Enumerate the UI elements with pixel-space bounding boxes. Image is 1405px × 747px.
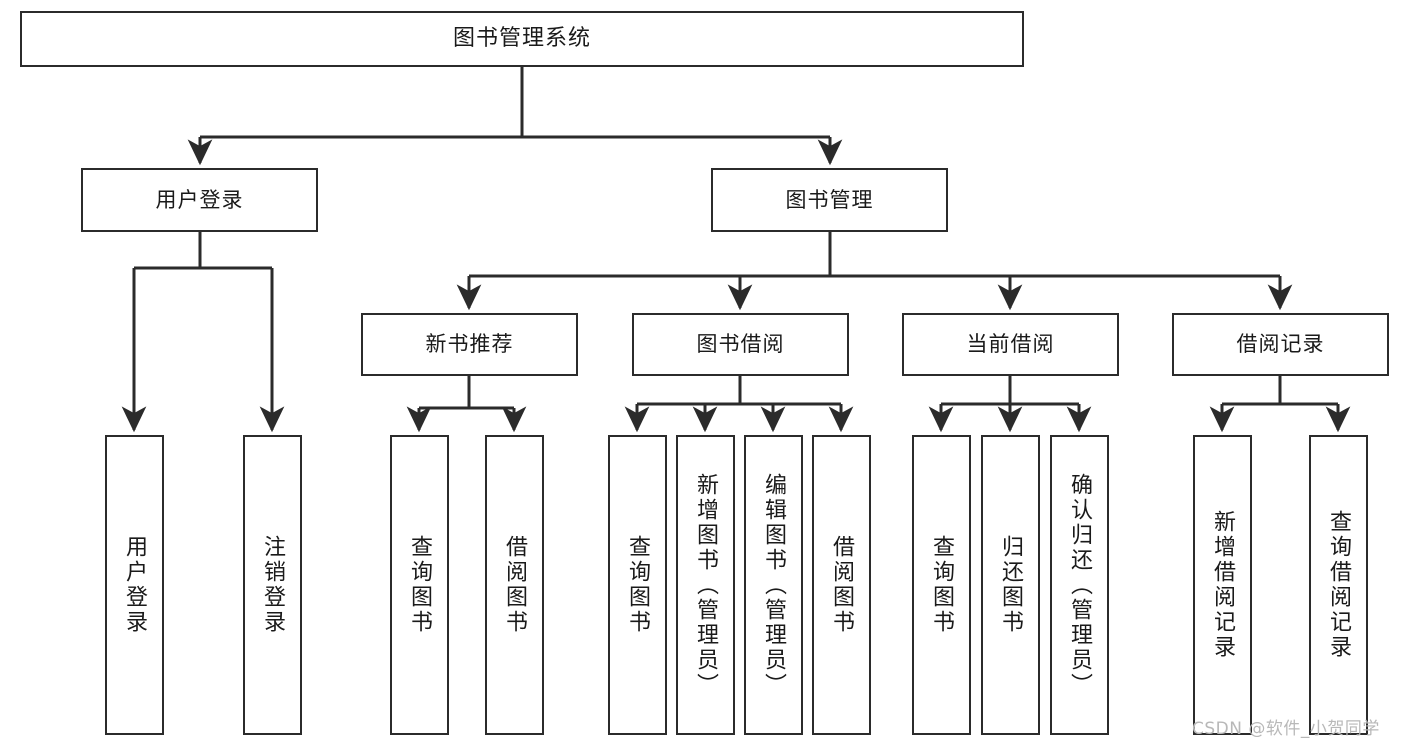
node-label: 新书推荐 bbox=[425, 332, 514, 357]
node-label: 查询图书 bbox=[929, 535, 955, 635]
node-label: 图书借阅 bbox=[696, 332, 785, 357]
node-label: 借阅图书 bbox=[502, 535, 528, 635]
node-leaf-user-logout[interactable]: 注销登录 bbox=[243, 435, 302, 735]
node-leaf-query-borrow-record[interactable]: 查询借阅记录 bbox=[1309, 435, 1368, 735]
node-leaf-add-book-admin[interactable]: 新增图书（管理员） bbox=[676, 435, 735, 735]
node-label: 新增图书（管理员） bbox=[693, 472, 719, 698]
node-leaf-return-book[interactable]: 归还图书 bbox=[981, 435, 1040, 735]
node-book-manage[interactable]: 图书管理 bbox=[711, 168, 948, 232]
node-root-book-management-system[interactable]: 图书管理系统 bbox=[20, 11, 1024, 67]
node-leaf-user-login[interactable]: 用户登录 bbox=[105, 435, 164, 735]
node-label: 查询图书 bbox=[407, 535, 433, 635]
node-label: 注销登录 bbox=[260, 535, 286, 635]
node-label: 图书管理系统 bbox=[452, 26, 591, 52]
node-leaf-add-borrow-record[interactable]: 新增借阅记录 bbox=[1193, 435, 1252, 735]
node-label: 新增借阅记录 bbox=[1210, 510, 1236, 660]
node-label: 查询借阅记录 bbox=[1326, 510, 1352, 660]
node-leaf-borrow-book[interactable]: 借阅图书 bbox=[812, 435, 871, 735]
node-label: 用户登录 bbox=[155, 187, 244, 212]
node-leaf-confirm-return-admin[interactable]: 确认归还（管理员） bbox=[1050, 435, 1109, 735]
node-label: 编辑图书（管理员） bbox=[761, 472, 787, 698]
node-new-book-recommend[interactable]: 新书推荐 bbox=[361, 313, 578, 376]
node-label: 确认归还（管理员） bbox=[1067, 472, 1093, 698]
node-label: 借阅图书 bbox=[829, 535, 855, 635]
node-leaf-query-book-recommend[interactable]: 查询图书 bbox=[390, 435, 449, 735]
node-leaf-edit-book-admin[interactable]: 编辑图书（管理员） bbox=[744, 435, 803, 735]
node-label: 用户登录 bbox=[122, 535, 148, 635]
node-borrow-record[interactable]: 借阅记录 bbox=[1172, 313, 1389, 376]
node-label: 归还图书 bbox=[998, 535, 1024, 635]
node-current-borrow[interactable]: 当前借阅 bbox=[902, 313, 1119, 376]
node-label: 借阅记录 bbox=[1236, 332, 1325, 357]
node-user-login[interactable]: 用户登录 bbox=[81, 168, 318, 232]
node-book-borrow[interactable]: 图书借阅 bbox=[632, 313, 849, 376]
node-leaf-query-book-current[interactable]: 查询图书 bbox=[912, 435, 971, 735]
node-leaf-borrow-book-recommend[interactable]: 借阅图书 bbox=[485, 435, 544, 735]
node-label: 当前借阅 bbox=[966, 332, 1055, 357]
node-leaf-query-book-borrow[interactable]: 查询图书 bbox=[608, 435, 667, 735]
node-label: 图书管理 bbox=[785, 187, 874, 212]
node-label: 查询图书 bbox=[625, 535, 651, 635]
